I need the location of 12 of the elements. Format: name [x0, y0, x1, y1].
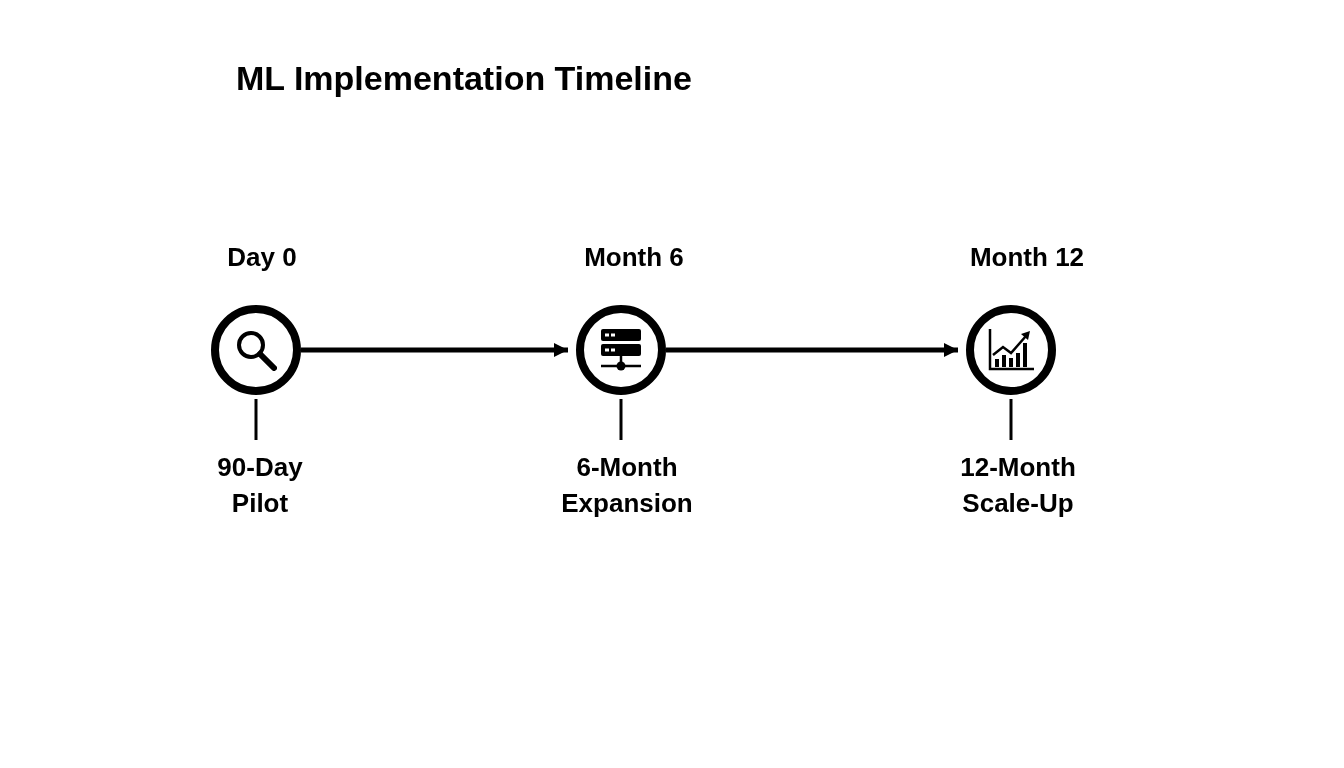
arrow	[666, 343, 958, 357]
phase-label: 6-Month Expansion	[552, 440, 702, 521]
milestone-label: Month 12	[969, 242, 1085, 272]
milestone-label: Day 0	[227, 242, 297, 272]
phase-label: 12-Month Scale-Up	[943, 440, 1093, 521]
connector-line	[254, 399, 258, 440]
arrow	[301, 343, 568, 357]
connector-line	[619, 399, 623, 440]
milestone-label: Month 6	[584, 242, 684, 272]
title: ML Implementation Timeline	[236, 58, 692, 98]
phase-label: 90-Day Pilot	[204, 440, 316, 521]
connector-line	[1009, 399, 1013, 440]
